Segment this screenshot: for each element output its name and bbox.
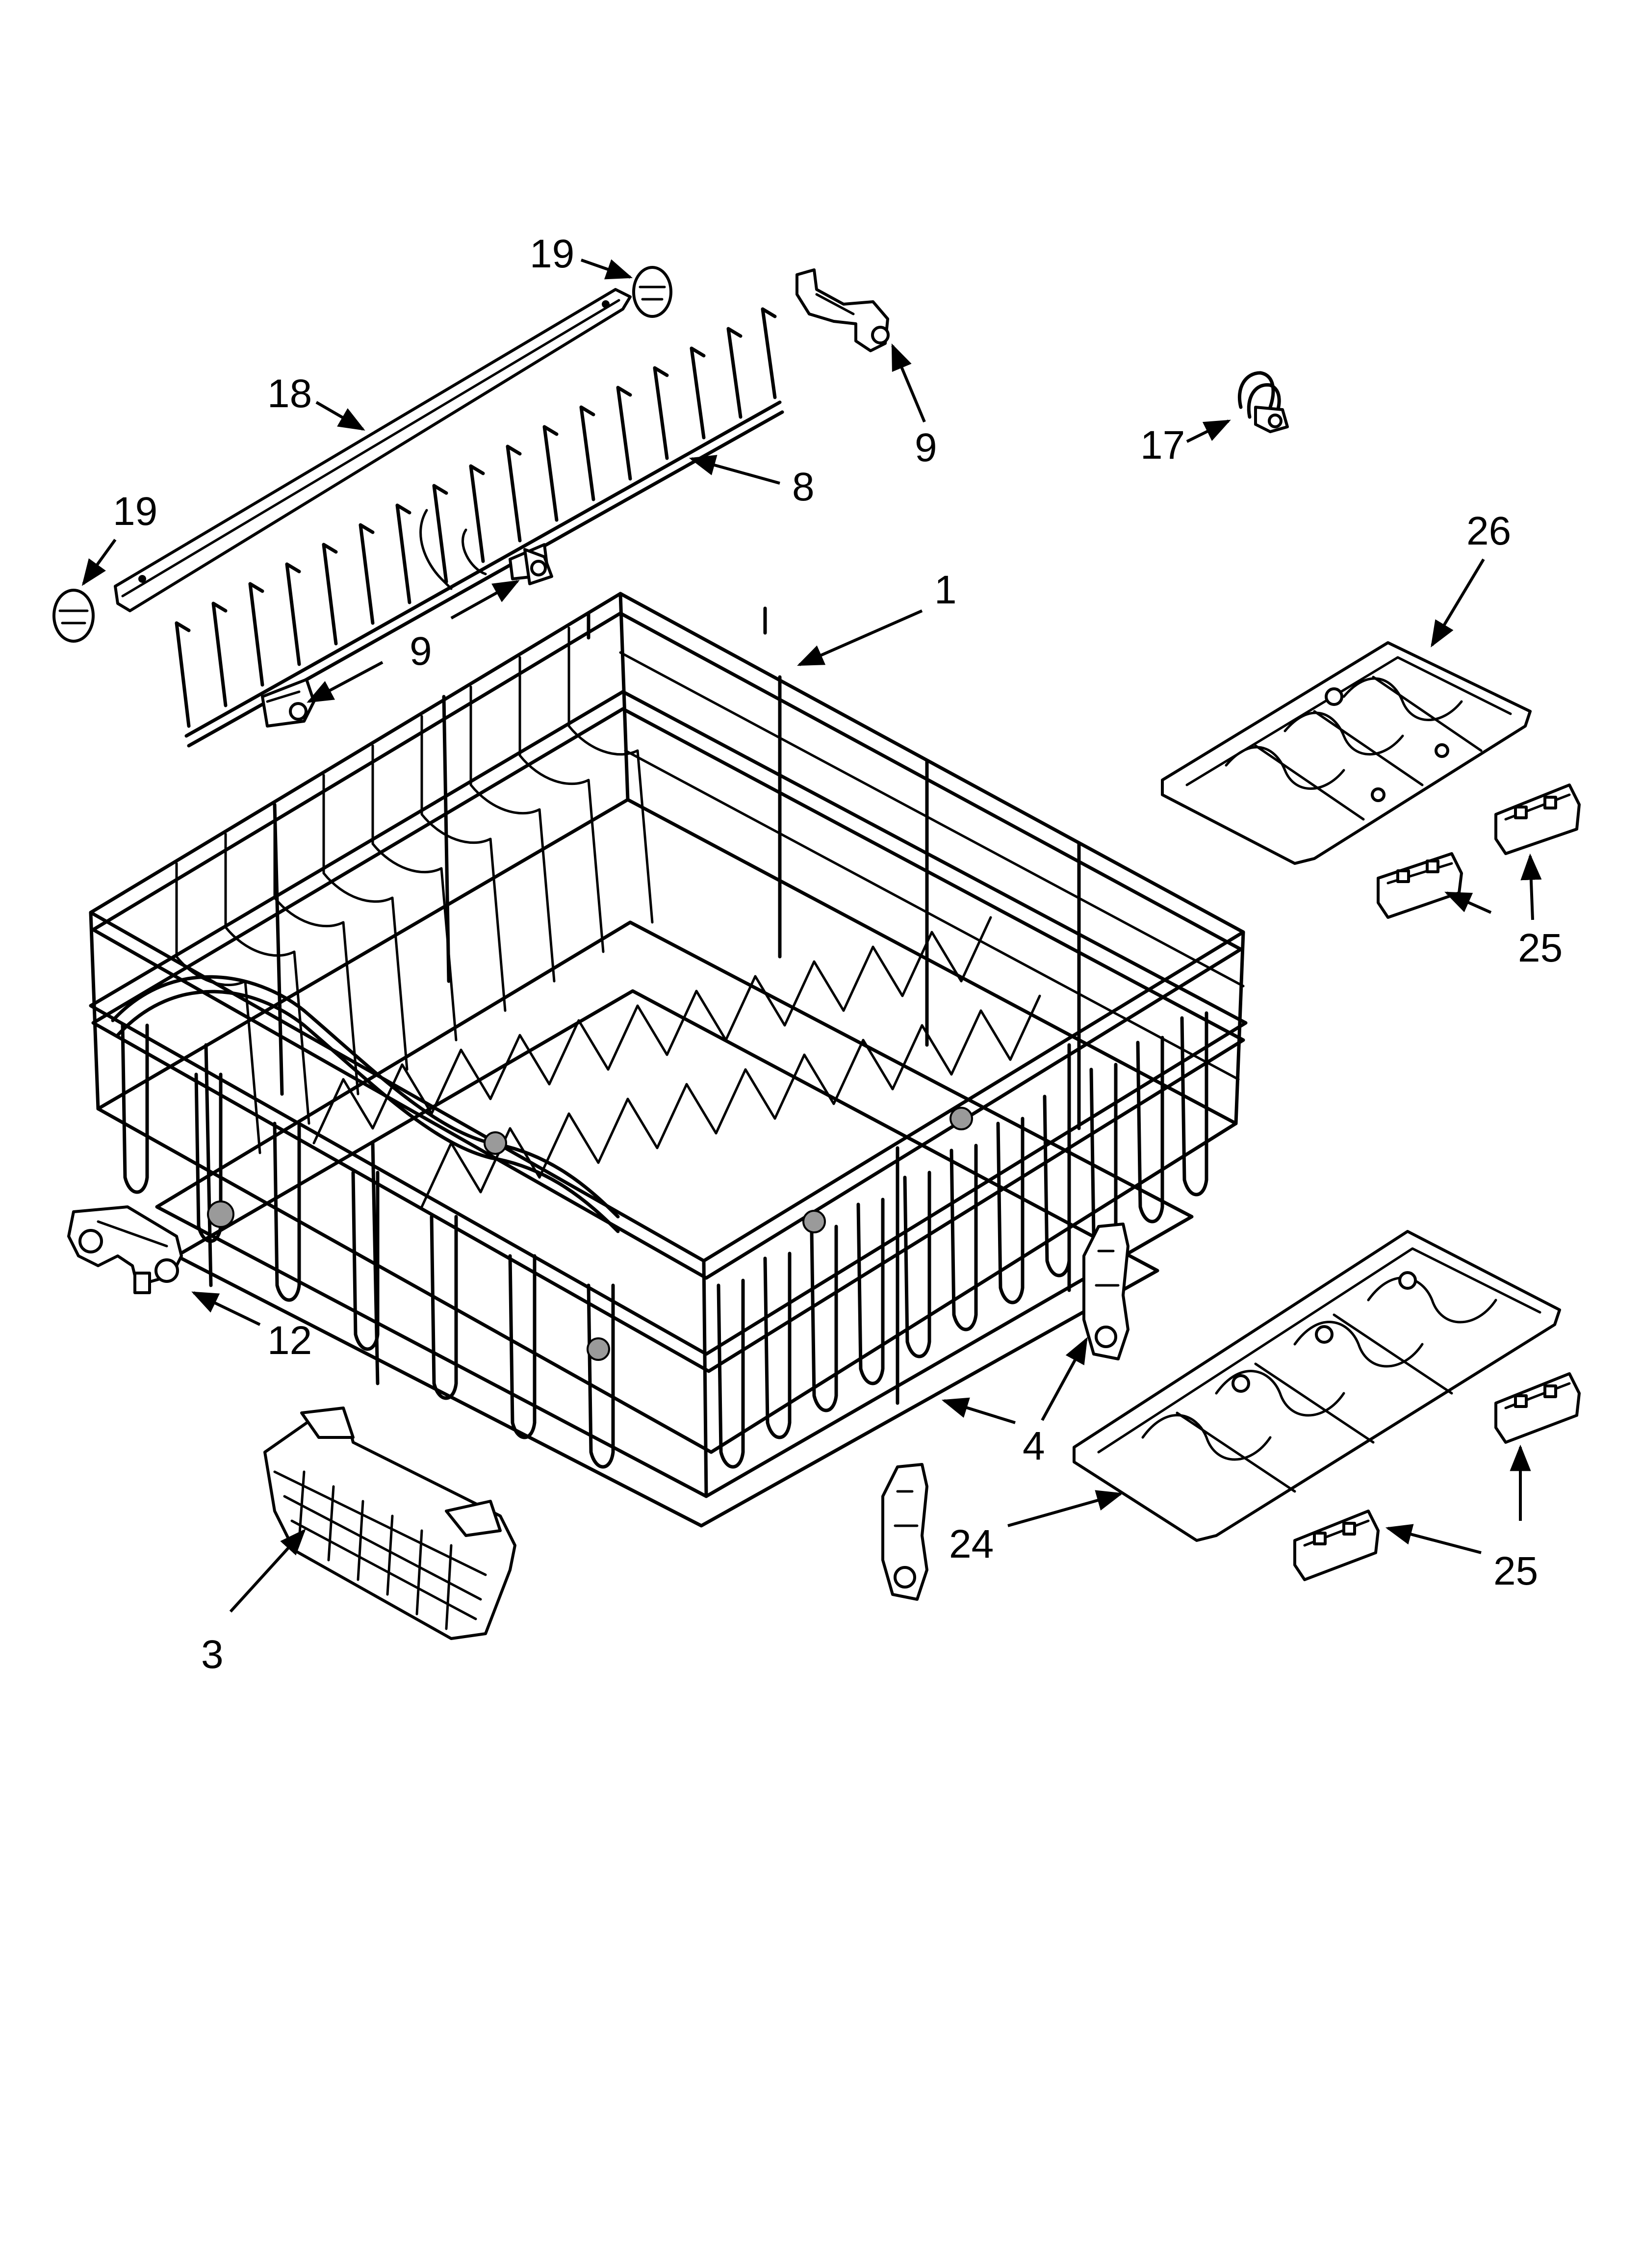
main-rack-part <box>89 592 1248 1528</box>
clip-pair-upper-right-part <box>1494 783 1581 855</box>
clip-pair-upper-left-part <box>1377 852 1463 919</box>
label-clip-upper: 9 <box>915 425 937 470</box>
end-cap-part <box>67 1205 183 1294</box>
label-rack: 1 <box>934 568 957 612</box>
hinge-left-part <box>881 1463 928 1601</box>
label-shelf-back: 26 <box>1466 509 1511 553</box>
label-shelf-front: 24 <box>949 1522 994 1566</box>
label-cap-top: 19 <box>530 232 574 276</box>
label-bar: 18 <box>267 371 312 416</box>
label-end-cap: 12 <box>267 1318 312 1363</box>
label-hinge: 4 <box>1023 1424 1045 1468</box>
shelf-front-part <box>1073 1230 1561 1542</box>
bracket-part <box>1237 371 1289 433</box>
bar-part <box>114 288 632 612</box>
clip-lower-part <box>261 678 315 728</box>
leader-arrows <box>81 259 1542 1613</box>
clip-mid-part <box>509 543 553 585</box>
label-clip-pair-upper: 25 <box>1518 926 1563 970</box>
label-clip-pair-lower: 25 <box>1493 1549 1538 1593</box>
clip-pair-lower-left-part <box>1293 1510 1380 1581</box>
clip-pair-lower-right-part <box>1494 1372 1581 1444</box>
cap-top-part <box>632 266 672 318</box>
label-clip-lower: 9 <box>410 629 432 674</box>
shelf-back-part <box>1161 641 1532 865</box>
label-basket: 3 <box>201 1632 224 1677</box>
cap-left-part <box>52 589 95 643</box>
basket-part <box>263 1407 516 1640</box>
label-tine-row: 8 <box>792 465 815 509</box>
clip-upper-part <box>795 268 890 352</box>
hinge-right-part <box>1082 1223 1129 1360</box>
label-bracket: 17 <box>1140 423 1185 468</box>
label-cap-left: 19 <box>113 489 157 534</box>
